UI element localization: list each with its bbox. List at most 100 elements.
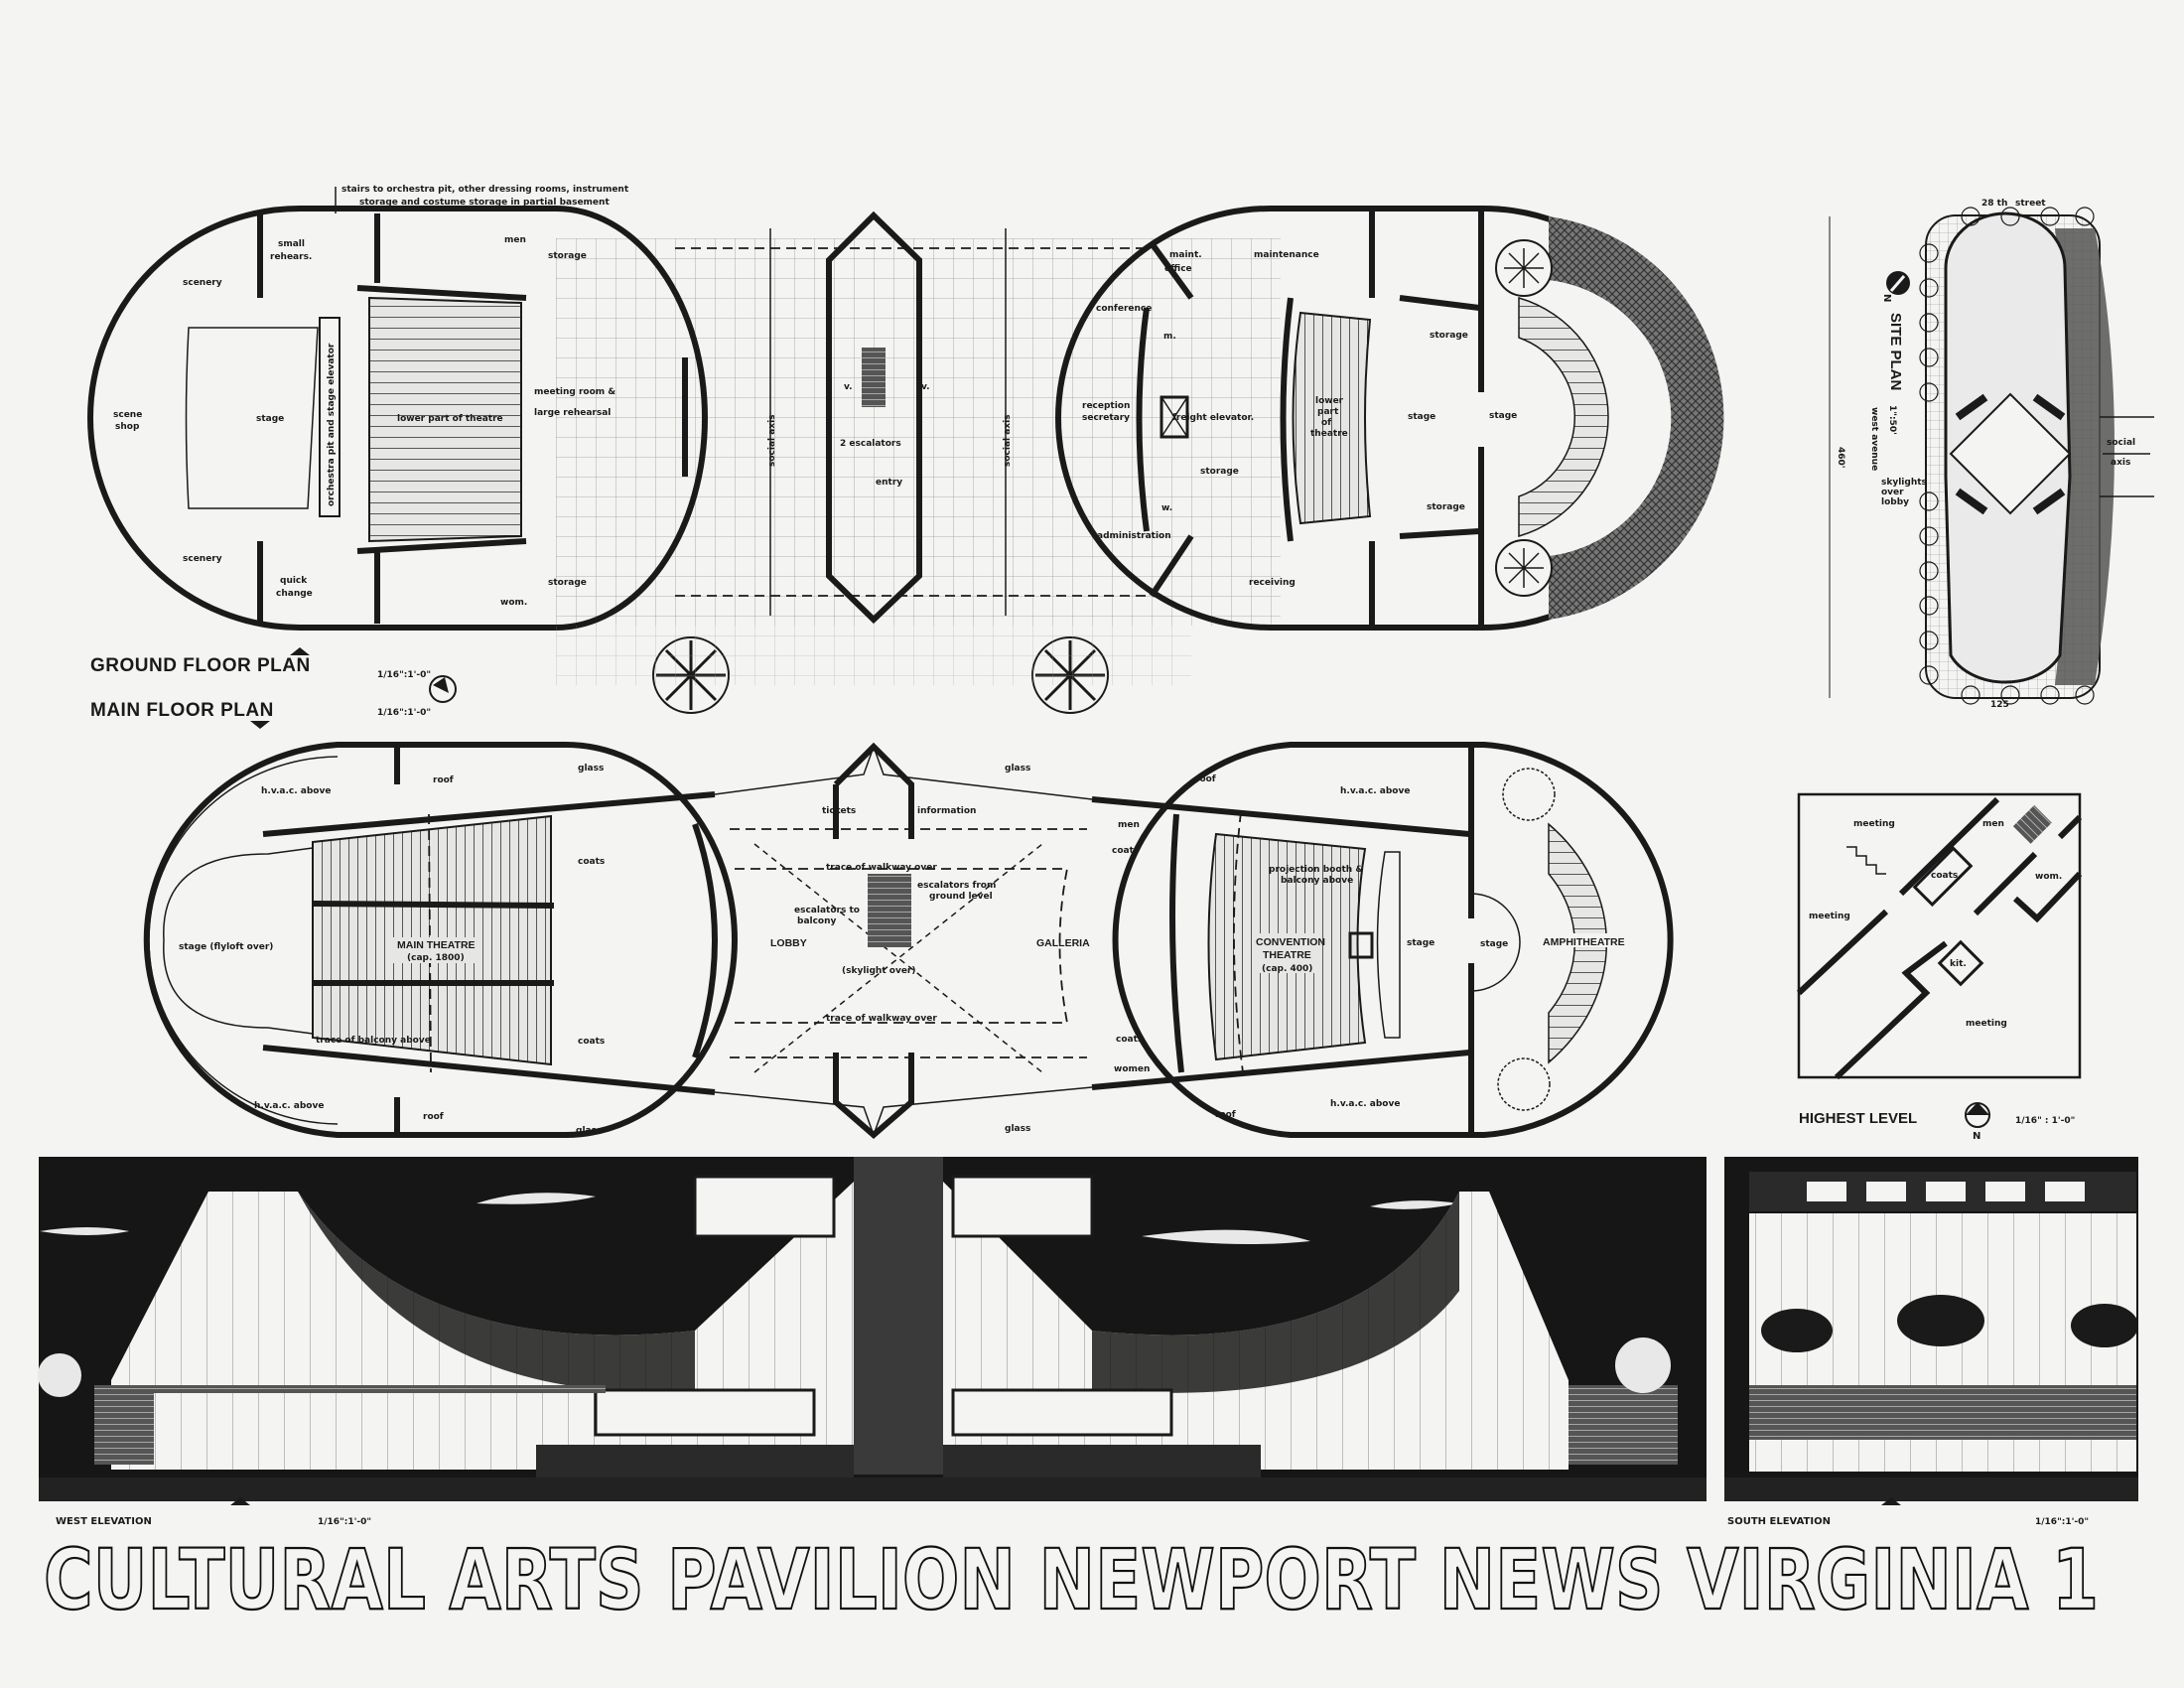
skylights-label: skylights — [1881, 478, 1927, 488]
north-arrow-icon: N — [1965, 1102, 1990, 1142]
ground-floor-plan-title: GROUND FLOOR PLAN — [90, 655, 311, 676]
room-label: administration — [1097, 531, 1171, 541]
room-label: reception — [1082, 401, 1130, 411]
room-label: escalators from — [917, 881, 996, 891]
theatre-seating — [368, 296, 522, 543]
room-label: coats — [578, 857, 605, 867]
room-label: men — [1118, 820, 1140, 830]
room-label: lower — [1315, 396, 1344, 406]
room-label: entry — [876, 478, 902, 488]
room-label: women — [1114, 1064, 1150, 1074]
room-label: stage (flyloft over) — [179, 942, 273, 952]
room-label: office — [1164, 264, 1192, 274]
room-label: meeting room & — [534, 387, 615, 397]
room-label: AMPHITHEATRE — [1543, 936, 1625, 948]
room-label: change — [276, 589, 313, 599]
tree-icon — [1897, 1295, 1984, 1346]
basement-note-line1: stairs to orchestra pit, other dressing … — [341, 185, 629, 195]
room-label: v. — [921, 382, 930, 392]
south-elevation-scale: 1/16":1'-0" — [2035, 1517, 2089, 1527]
room-label: roof — [1215, 1110, 1236, 1120]
room-label: MAIN THEATRE — [397, 939, 476, 951]
avenue-label: west avenue — [1869, 407, 1879, 471]
main-floor-plan: h.v.a.c. above roof glass stage (flyloft… — [143, 742, 1674, 1139]
convention-wing-outline — [1112, 742, 1674, 1138]
room-label: theatre — [1310, 429, 1348, 439]
main-theatre-outline — [143, 742, 739, 1138]
north-arrow-icon: N — [1881, 271, 1910, 302]
skylights-label: over — [1881, 488, 1904, 497]
room-label: maintenance — [1254, 250, 1319, 260]
room-label: maint. — [1169, 250, 1202, 260]
room-label: trace of walkway over — [826, 863, 937, 873]
room-label: coats — [1116, 1035, 1143, 1045]
tree-icon — [1761, 1309, 1833, 1352]
room-label: CONVENTION — [1256, 936, 1325, 948]
room-label: stage — [256, 414, 284, 424]
room-label: secretary — [1082, 413, 1130, 423]
west-elevation-title: WEST ELEVATION — [56, 1516, 152, 1527]
social-axis-label: social — [2107, 438, 2135, 448]
room-label: THEATRE — [1263, 949, 1311, 961]
orchestra-pit — [319, 317, 341, 517]
social-axis-label: social axis — [1003, 414, 1013, 467]
room-label: wom. — [2035, 872, 2062, 882]
main-floor-scale: 1/16":1'-0" — [377, 708, 431, 718]
room-label: roof — [433, 775, 454, 785]
main-floor-plan-title: MAIN FLOOR PLAN — [90, 700, 274, 721]
room-label: h.v.a.c. above — [1340, 786, 1410, 796]
highest-level-title: HIGHEST LEVEL — [1799, 1110, 1917, 1127]
highest-level-scale: 1/16" : 1'-0" — [2015, 1116, 2075, 1126]
balcony-band — [594, 1388, 816, 1437]
ground-floor-scale: 1/16":1'-0" — [377, 670, 431, 680]
highest-level-plan: meeting men coats wom. meeting kit. meet… — [1796, 792, 2083, 1142]
room-label: glass — [578, 764, 604, 774]
central-tower — [854, 1157, 943, 1475]
room-label: (cap. 400) — [1262, 964, 1312, 974]
room-label: LOBBY — [770, 937, 807, 949]
room-label: glass — [1005, 764, 1030, 774]
room-label: escalators to — [794, 906, 860, 915]
room-label: roof — [423, 1112, 444, 1122]
room-label: h.v.a.c. above — [261, 786, 331, 796]
room-label: part — [1317, 407, 1339, 417]
room-label: kit. — [1950, 959, 1967, 969]
up-arrow-icon — [290, 647, 310, 655]
social-axis-label: social axis — [767, 414, 777, 467]
room-label: glass — [576, 1126, 602, 1136]
tree-icon — [1615, 1337, 1671, 1393]
room-label: small — [278, 239, 305, 249]
tree-icon — [38, 1353, 81, 1397]
tree-icon — [2071, 1304, 2138, 1347]
room-label: information — [917, 806, 976, 816]
outdoor-seating — [1518, 296, 1609, 538]
room-label: stage — [1489, 411, 1517, 421]
room-label: lower part of theatre — [397, 414, 503, 424]
room-label: storage — [548, 578, 587, 588]
room-label: conference — [1096, 304, 1152, 314]
room-label: balcony above — [1281, 876, 1353, 886]
tree-icon — [1502, 768, 1556, 821]
ground-floor-plan: stairs to orchestra pit, other dressing … — [87, 185, 1724, 729]
room-label: v. — [844, 382, 853, 392]
room-label: m. — [1163, 332, 1176, 342]
room-label: meeting — [1853, 819, 1895, 829]
south-elevation: SOUTH ELEVATION 1/16":1'-0" — [1724, 1157, 2138, 1527]
room-label: storage — [548, 251, 587, 261]
room-label: scenery — [183, 278, 222, 288]
room-label: men — [1982, 819, 2004, 829]
room-label: coats — [1931, 871, 1958, 881]
room-label: scene — [113, 410, 142, 420]
room-label: quick — [280, 576, 308, 586]
room-label: ground level — [929, 892, 993, 902]
room-label: large rehearsal — [534, 408, 611, 418]
room-label: wom. — [500, 598, 527, 608]
site-plan: 28 th street N SITE PLAN 1":50' west ave… — [1829, 199, 2154, 710]
west-elevation: WEST ELEVATION 1/16":1'-0" — [38, 1157, 1706, 1527]
room-label: coats — [1112, 846, 1139, 856]
north-tower — [833, 742, 914, 839]
escalators — [868, 874, 911, 947]
room-label: trace of balcony above — [316, 1036, 431, 1046]
room-label: receiving — [1249, 578, 1296, 588]
